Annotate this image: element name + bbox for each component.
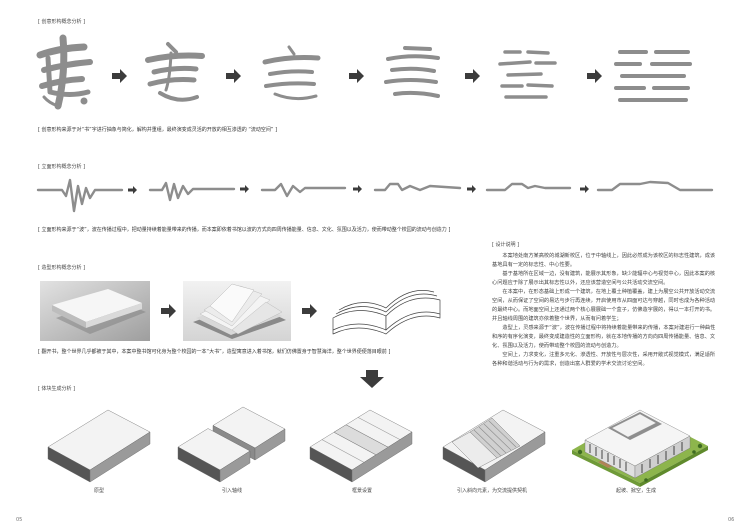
mass-step-label: 框景设置 — [351, 488, 373, 494]
calligraphy-stage-4 — [384, 46, 440, 98]
open-book-photo — [183, 281, 291, 341]
arrow-right-icon — [128, 186, 137, 194]
design-notes-paragraph: 本案地处南方某高校的城湖新校区，位于中轴线上，因此必然成为该校区的标志性建筑，成… — [492, 253, 716, 268]
design-notes-paragraph: 空间上，力求变化，注重多元化、渗透性、开放性与层次性，采用开敞式视觉模式，满足适… — [492, 352, 716, 367]
mass-step-4-diagonal-elements — [442, 409, 546, 483]
mass-step-label: 起坡、掀空，生成 — [615, 488, 657, 494]
calligraphy-stage-1 — [36, 34, 93, 110]
arrow-right-icon — [112, 69, 127, 83]
shape-concept-title: [ 造型形构概念分析 ] — [38, 265, 86, 271]
wave-segment-2 — [148, 181, 236, 202]
arrow-right-icon — [580, 185, 589, 193]
mass-generation-title: [ 体块生成分析 ] — [38, 386, 76, 392]
design-notes-paragraph: 在本案中，在形态基础上形成一个建筑，在地上覆土种植覆盖，建上为展空公共开放活动交… — [492, 289, 716, 322]
mass-step-5-final-render — [572, 409, 708, 487]
mass-step-label: 原型 — [93, 488, 105, 494]
wave-segment-5 — [485, 182, 572, 192]
mass-step-1-prototype — [47, 409, 151, 483]
design-notes-title: [ 设计说明 ] — [492, 242, 520, 248]
arrow-right-icon — [353, 185, 362, 193]
closed-book-photo — [40, 281, 150, 341]
mass-step-3-framed-view — [309, 409, 413, 483]
wave-segment-4 — [373, 182, 462, 192]
wave-segment-1 — [36, 178, 124, 213]
page-number-right: 06 — [728, 517, 735, 523]
mass-step-label: 引入轴线 — [221, 488, 243, 494]
arrow-right-icon — [467, 185, 476, 193]
calligraphy-stage-6 — [614, 50, 692, 102]
arrow-right-icon — [161, 304, 176, 318]
design-notes-paragraph: 基于基地所在区域一边，没有建筑，能展示其形象，缺少能辐中心与视觉中心，因此本案的… — [492, 271, 716, 286]
open-book-line-drawing — [332, 290, 441, 335]
shape-concept-caption: [ 翻开书，整个世界几乎都被于其中，本案中整书馆可化身为整个校园的一本“大书”，… — [38, 349, 391, 355]
form-concept-caption: [ 创意形构来源于对“书”字进行抽象与简化，解构并重组，最终演变成灵活的开放的相… — [38, 127, 278, 133]
mass-step-2-axis — [177, 406, 286, 483]
design-notes-paragraph: 造型上，灵感来源于“波”，波在传播过程中将持续着能量带来的传播，本案对建进行一种… — [492, 325, 716, 349]
page-number-left: 05 — [16, 517, 23, 523]
calligraphy-stage-5 — [498, 50, 557, 99]
wave-segment-6 — [596, 180, 714, 192]
wave-segment-3 — [260, 182, 347, 198]
arrow-right-icon — [587, 69, 602, 83]
arrow-right-icon — [226, 69, 241, 83]
facade-concept-title: [ 立面形构概念分析 ] — [38, 164, 86, 170]
calligraphy-stage-3 — [262, 45, 321, 101]
arrow-right-icon — [465, 69, 480, 83]
calligraphy-stage-2 — [145, 42, 205, 102]
arrow-right-icon — [302, 304, 317, 318]
arrow-right-icon — [349, 69, 364, 83]
arrow-down-icon — [360, 370, 384, 388]
design-notes-body: 本案地处南方某高校的城湖新校区，位于中轴线上，因此必然成为该校区的标志性建筑，成… — [492, 252, 716, 369]
facade-concept-caption: [ 立面形构来源于“波”，波在传播过程中，把动量持续着能量带来的传播，而本案即依… — [38, 227, 451, 233]
form-concept-title: [ 创意形构概念分析 ] — [38, 19, 86, 25]
arrow-right-icon — [240, 185, 249, 193]
mass-step-label: 引入斜向元素，为交流提供契机 — [456, 488, 528, 494]
facade-wave-diagram — [36, 178, 714, 213]
